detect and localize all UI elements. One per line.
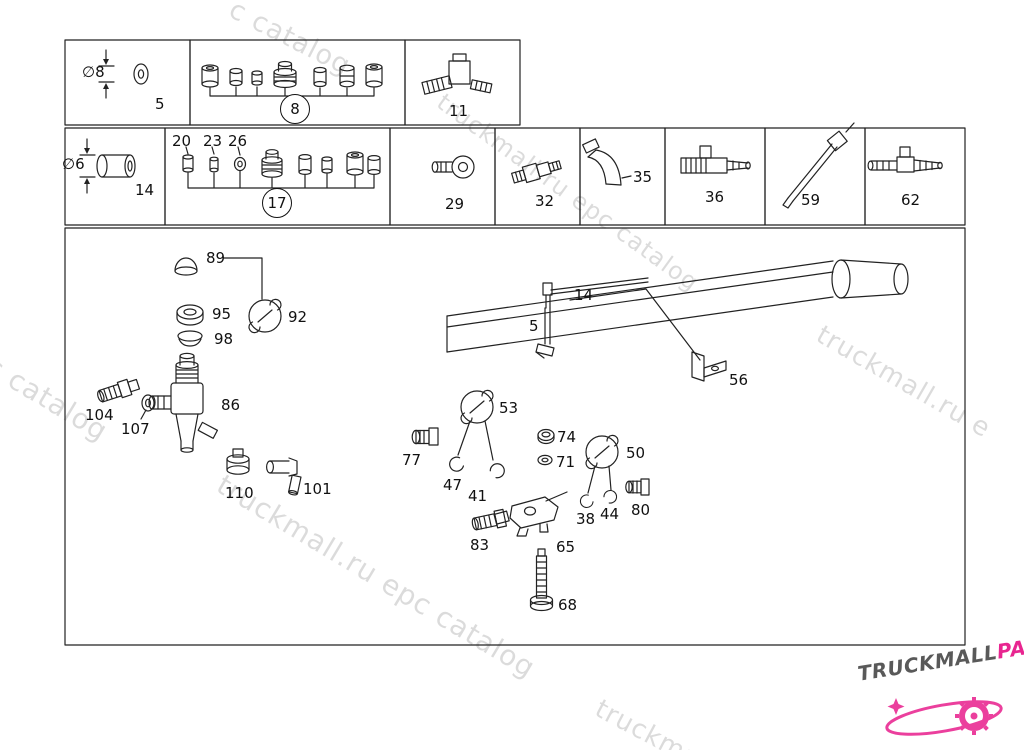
part-35-elbow <box>582 138 632 186</box>
part-29-banjo <box>431 155 475 179</box>
frame-rail <box>446 259 909 353</box>
part-14-sleeve <box>96 154 136 178</box>
part-36-tee <box>680 145 751 174</box>
part-65-valve <box>493 491 568 537</box>
panel-boxes <box>64 39 966 646</box>
dim-phi6 <box>79 138 96 194</box>
pipe-14 <box>542 277 649 309</box>
brand-gear-icon <box>885 697 1003 736</box>
part-44-clip <box>601 487 620 506</box>
part-110-plug <box>226 448 250 475</box>
part-80-fitting <box>625 478 650 496</box>
leader-50 <box>587 465 612 494</box>
part-11-fitting <box>421 53 493 95</box>
clamp-5 <box>535 307 555 359</box>
dim-phi8 <box>98 49 115 99</box>
part-104-fitting <box>97 378 141 403</box>
part-17-fittings-row <box>182 146 381 193</box>
part-71-ring <box>537 454 553 466</box>
part-59-cable-tie <box>782 122 855 209</box>
part-95-nut <box>176 304 204 326</box>
part-86-valve <box>148 352 219 453</box>
part-56-bracket <box>691 351 727 382</box>
tool-symbol-50 <box>585 434 619 470</box>
part-47-clip <box>446 454 466 475</box>
part-32-fitting <box>511 160 562 184</box>
tool-symbol-53 <box>460 389 494 425</box>
part-62-fitting <box>867 146 943 173</box>
leader-53 <box>457 420 494 461</box>
part-8-fittings-row <box>201 60 383 100</box>
part-38-clip <box>577 492 595 511</box>
part-41-clip <box>488 460 508 481</box>
tool-symbol-92 <box>248 298 282 334</box>
part-5-washer <box>133 63 149 85</box>
leader-89-92 <box>223 257 263 300</box>
part-89-cap <box>174 257 198 276</box>
part-68-bolt <box>529 548 554 612</box>
leader-14-56 <box>569 288 701 361</box>
part-107-ring <box>140 394 155 420</box>
part-74-nut <box>537 428 555 445</box>
part-77-fitting <box>411 427 439 446</box>
part-101-elbow <box>266 457 302 496</box>
part-98-washer <box>177 330 203 347</box>
